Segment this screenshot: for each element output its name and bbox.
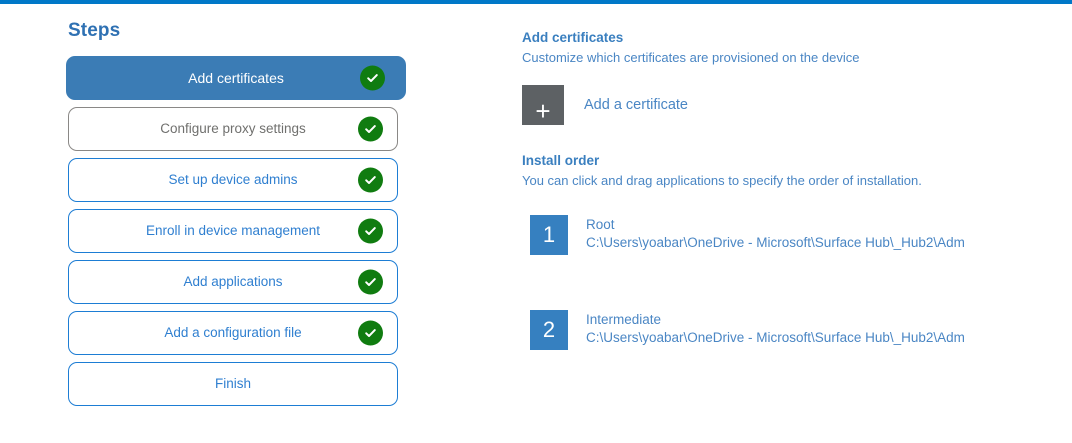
install-order-item[interactable]: 2 Intermediate C:\Users\yoabar\OneDrive … xyxy=(522,310,1062,351)
install-order-item-text: Root C:\Users\yoabar\OneDrive - Microsof… xyxy=(586,215,965,252)
install-order-item-text: Intermediate C:\Users\yoabar\OneDrive - … xyxy=(586,310,965,347)
wizard-body: Steps Add certificates Configure proxy s… xyxy=(0,4,1072,443)
detail-pane: Add certificates Customize which certifi… xyxy=(522,30,1062,351)
certificate-path: C:\Users\yoabar\OneDrive - Microsoft\Sur… xyxy=(586,235,965,251)
install-order-title: Install order xyxy=(522,152,600,168)
plus-icon: + xyxy=(535,95,551,126)
certificates-section-title: Add certificates xyxy=(522,30,624,45)
install-order-list: 1 Root C:\Users\yoabar\OneDrive - Micros… xyxy=(522,215,1062,351)
add-certificate-row[interactable]: + Add a certificate xyxy=(522,84,1062,126)
step-button-add-certificates[interactable]: Add certificates xyxy=(66,56,406,100)
check-circle-icon xyxy=(358,218,383,244)
check-circle-icon xyxy=(358,167,383,193)
step-label: Set up device admins xyxy=(168,172,298,188)
install-order-item[interactable]: 1 Root C:\Users\yoabar\OneDrive - Micros… xyxy=(522,215,1062,256)
check-circle-icon xyxy=(358,269,383,295)
certificate-name: Root xyxy=(586,217,615,233)
certificates-section: Add certificates Customize which certifi… xyxy=(522,30,1062,125)
step-list: Add certificates Configure proxy setting… xyxy=(66,56,406,406)
step-label: Enroll in device management xyxy=(145,223,321,239)
step-button-finish[interactable]: Finish xyxy=(68,362,398,406)
step-label: Finish xyxy=(214,376,251,392)
certificate-name: Intermediate xyxy=(586,312,662,328)
step-button-configure-proxy-settings[interactable]: Configure proxy settings xyxy=(68,107,398,151)
step-button-enroll-in-device-management[interactable]: Enroll in device management xyxy=(68,209,398,253)
step-label: Add certificates xyxy=(188,70,284,86)
steps-pane: Steps Add certificates Configure proxy s… xyxy=(66,20,406,406)
add-certificate-label[interactable]: Add a certificate xyxy=(584,96,688,113)
order-badge: 2 xyxy=(530,310,568,351)
add-certificate-button[interactable]: + xyxy=(522,84,564,126)
check-circle-icon xyxy=(358,320,383,346)
step-label: Add applications xyxy=(183,274,283,290)
check-circle-icon xyxy=(360,65,385,91)
step-button-set-up-device-admins[interactable]: Set up device admins xyxy=(68,158,398,202)
certificate-path: C:\Users\yoabar\OneDrive - Microsoft\Sur… xyxy=(586,330,965,346)
order-badge: 1 xyxy=(530,215,568,256)
step-label: Configure proxy settings xyxy=(160,121,306,137)
step-button-add-applications[interactable]: Add applications xyxy=(68,260,398,304)
certificates-section-subtitle: Customize which certificates are provisi… xyxy=(522,50,860,65)
install-order-subtitle: You can click and drag applications to s… xyxy=(522,172,922,188)
top-accent-bar xyxy=(0,0,1072,4)
install-order-section: Install order You can click and drag app… xyxy=(522,153,1062,351)
check-circle-icon xyxy=(358,116,383,142)
step-label: Add a configuration file xyxy=(164,325,302,341)
step-button-add-a-configuration-file[interactable]: Add a configuration file xyxy=(68,311,398,355)
steps-heading: Steps xyxy=(68,20,121,41)
